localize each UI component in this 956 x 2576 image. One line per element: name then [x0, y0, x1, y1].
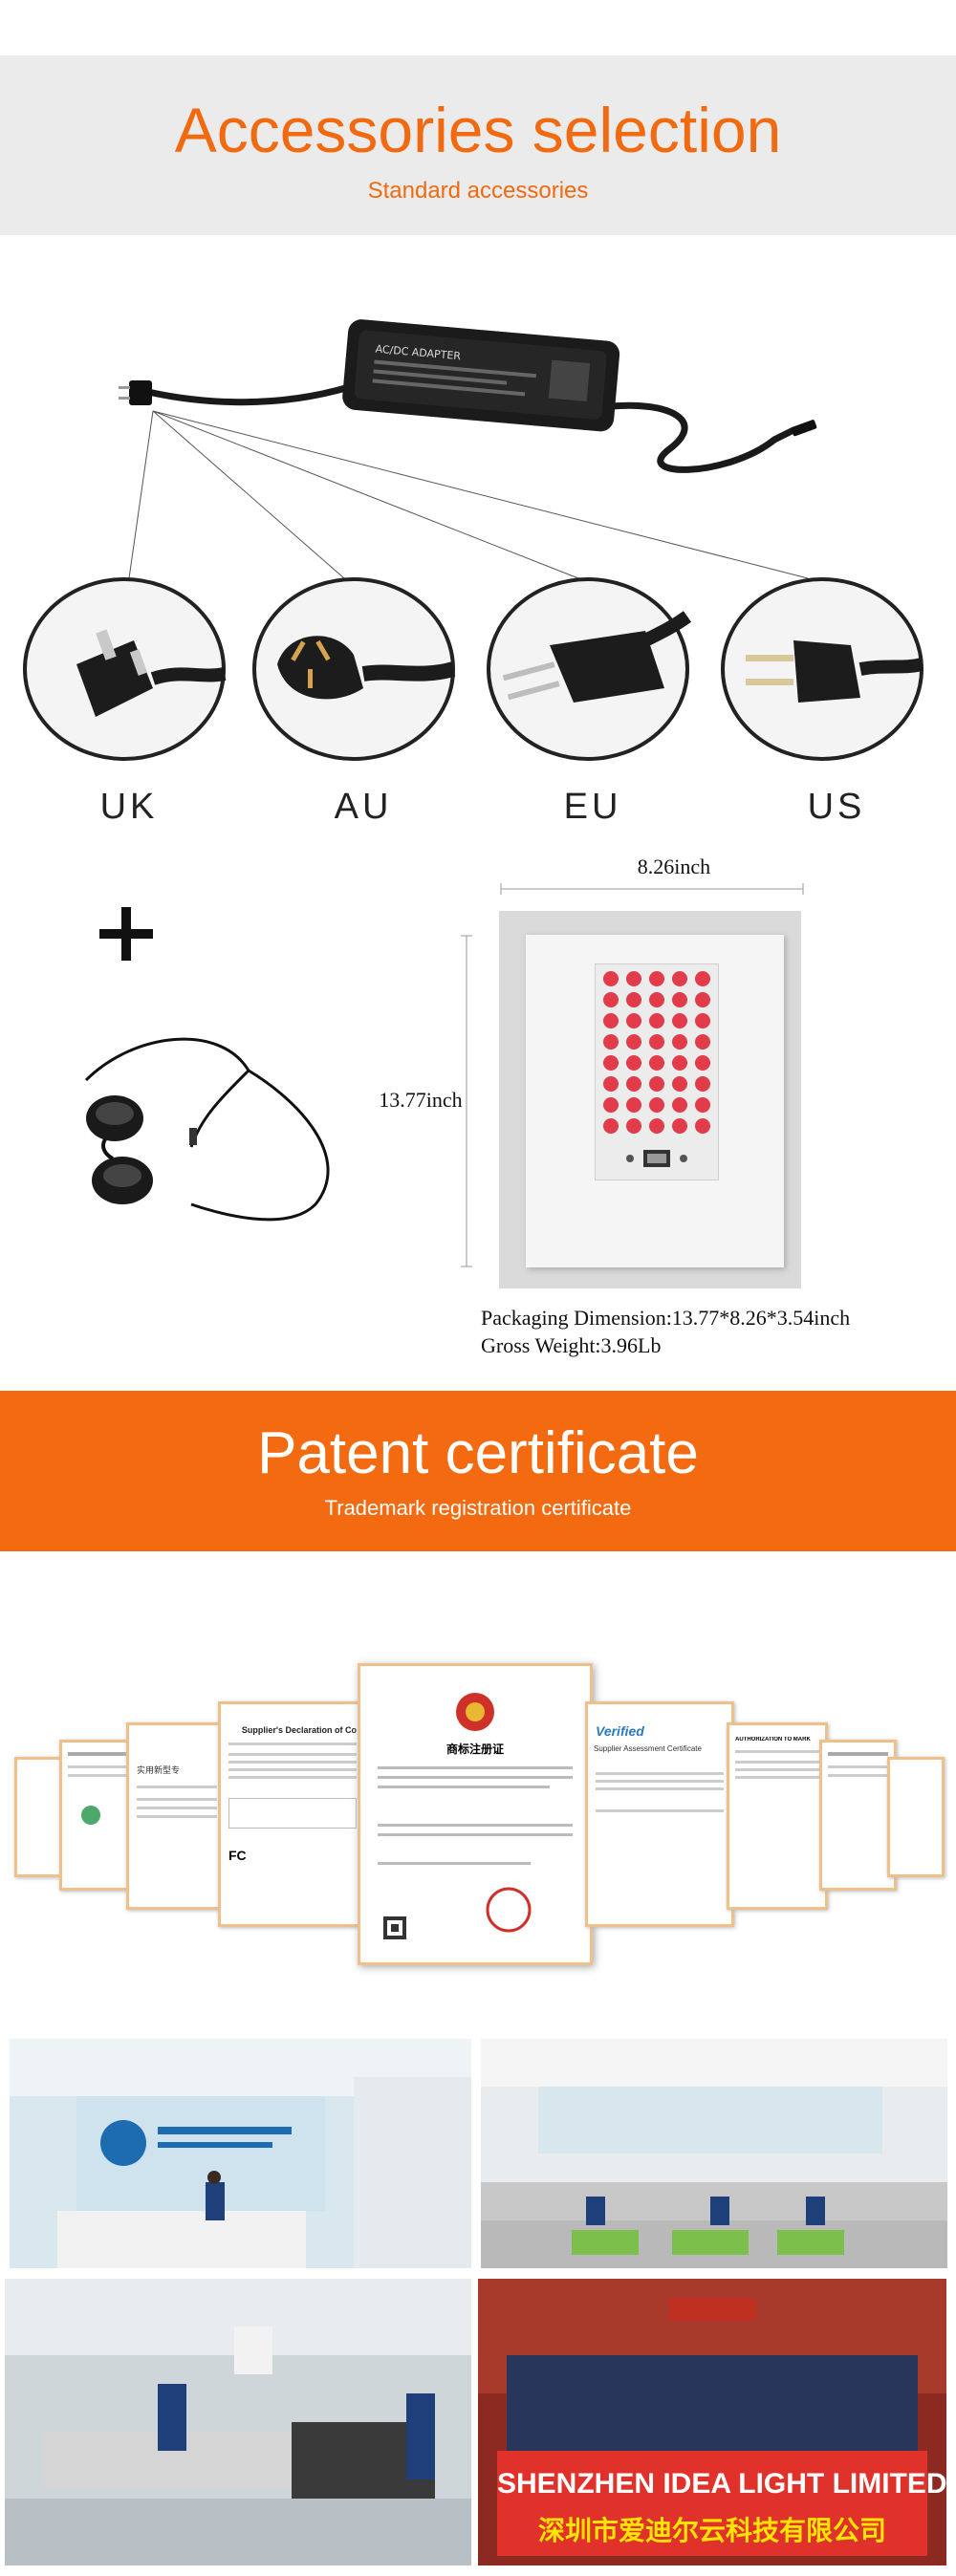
supplier-assessment-title: Supplier Assessment Certificate: [594, 1744, 702, 1753]
company-banner: SHENZHEN IDEA LIGHT LIMITED 深圳市爱迪尔云科技有限公…: [497, 2451, 946, 2556]
patent-banner: Patent certificate Trademark registratio…: [0, 1391, 956, 1551]
patent-subtitle: Trademark registration certificate: [324, 1496, 632, 1520]
width-dimension-line: [500, 883, 804, 895]
accessories-title: Accessories selection: [174, 95, 782, 165]
package-dimension-text: Packaging Dimension:13.77*8.26*3.54inch: [481, 1306, 851, 1330]
left-cert-title: 实用新型专: [137, 1766, 181, 1776]
power-adapter-illustration: AC/DC ADAPTER: [119, 319, 817, 579]
accessories-subtitle: Standard accessories: [367, 178, 589, 204]
photo-workshop: [5, 2279, 471, 2565]
plug-label-us: US: [807, 787, 866, 827]
uk-plug-image: [23, 577, 227, 761]
panel-device: [595, 963, 719, 1180]
package-box-image: [499, 911, 801, 1288]
plug-label-au: AU: [334, 787, 393, 827]
package-weight-text: Gross Weight:3.96Lb: [481, 1333, 662, 1357]
certificate-thumb-4: Supplier's Declaration of Co FC: [218, 1701, 367, 1927]
au-plug-image: [252, 577, 456, 761]
package-height-label: 13.77inch: [379, 1088, 463, 1112]
eu-plug-image: [487, 577, 692, 761]
photo-team: SHENZHEN IDEA LIGHT LIMITED 深圳市爱迪尔云科技有限公…: [478, 2279, 946, 2565]
certificate-thumb-3: 实用新型专: [126, 1722, 228, 1910]
certificate-thumb-6: Verified Supplier Assessment Certificate: [585, 1701, 734, 1927]
plug-label-eu: EU: [563, 787, 622, 827]
verified-text: Verified: [596, 1723, 644, 1739]
photo-reception: [10, 2039, 471, 2268]
accessories-banner: Accessories selection Standard accessori…: [0, 55, 956, 235]
company-banner-cn: 深圳市爱迪尔云科技有限公司: [537, 2515, 886, 2546]
trademark-title: 商标注册证: [445, 1743, 504, 1756]
plug-label-uk: UK: [99, 787, 159, 827]
auth-mark-title: AUTHORIZATION TO MARK: [735, 1737, 811, 1743]
certificate-gallery: 实用新型专 Supplier's Declaration of Co FC 商标…: [0, 1644, 956, 1965]
height-dimension-line: [461, 935, 472, 1267]
company-banner-en: SHENZHEN IDEA LIGHT LIMITED: [497, 2468, 946, 2500]
patent-title: Patent certificate: [257, 1420, 699, 1486]
eye-goggles-image: [84, 1037, 330, 1222]
certificate-thumb-7: AUTHORIZATION TO MARK: [727, 1722, 828, 1910]
plus-icon: [99, 907, 153, 961]
package-width-label: 8.26inch: [637, 855, 711, 878]
us-plug-image: [721, 577, 923, 761]
declaration-title: Supplier's Declaration of Co: [241, 1725, 357, 1735]
photo-office: [481, 2039, 947, 2268]
certificate-thumb-8: [819, 1740, 897, 1891]
certificate-thumb-9: [887, 1757, 945, 1877]
trademark-certificate: 商标注册证: [358, 1663, 593, 1965]
certificate-thumb-2: [59, 1740, 137, 1891]
